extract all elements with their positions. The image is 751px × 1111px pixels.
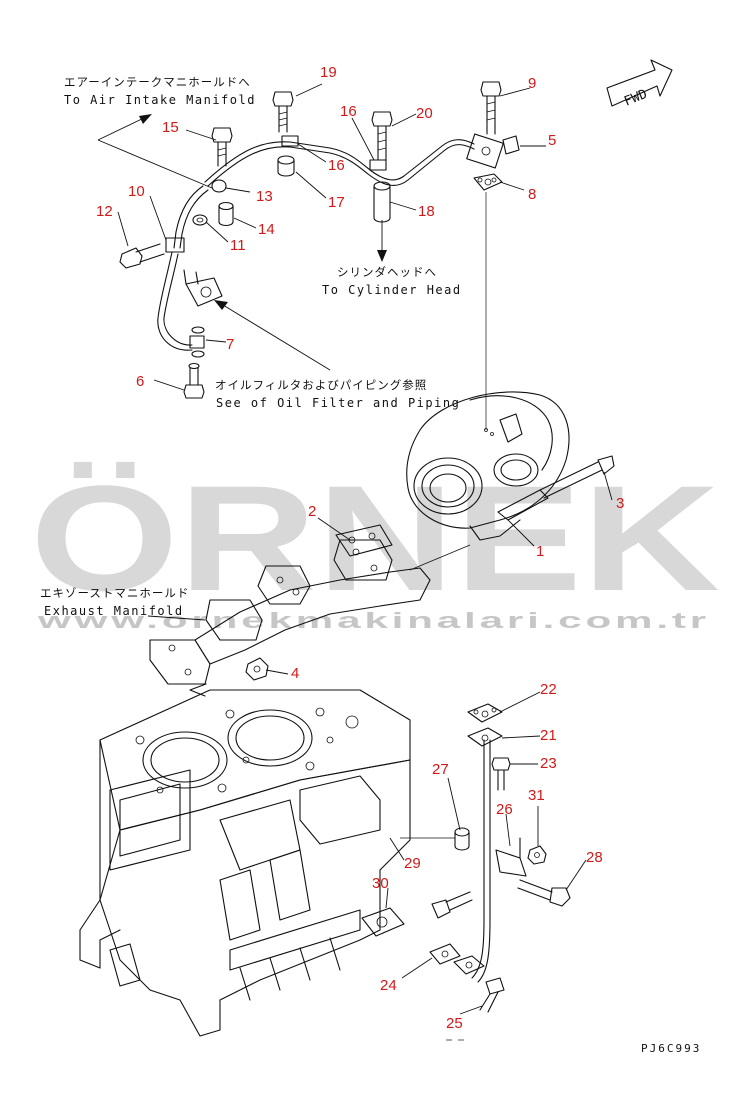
- oil-drain-pipe: [471, 739, 491, 983]
- gasket-22: [467, 703, 503, 723]
- callout-9: 9: [528, 75, 536, 92]
- bolt-20: [371, 111, 393, 161]
- callout-22: 22: [540, 681, 557, 698]
- clamp-10: [165, 237, 185, 253]
- gasket-24: [429, 943, 461, 965]
- callout-18: 18: [418, 203, 435, 220]
- callout-21: 21: [540, 727, 557, 744]
- callout-10: 10: [128, 183, 145, 200]
- bolt-15: [211, 127, 233, 167]
- callout-16a: 16: [340, 103, 357, 120]
- bolt-30: [431, 891, 473, 919]
- exhaust-leader: [147, 615, 206, 621]
- turbocharger: [406, 391, 570, 541]
- callout-7: 7: [226, 336, 234, 353]
- watermark: ÖRNEK www.ornekmakinalari.com.tr: [30, 454, 720, 633]
- oil-filter-label-jp: オイルフィルタおよびパイピング参照: [215, 378, 427, 392]
- watermark-url: www.ornekmakinalari.com.tr: [36, 608, 710, 633]
- callout-23: 23: [540, 755, 557, 772]
- callout-25: 25: [446, 1015, 463, 1032]
- watermark-brand: ÖRNEK: [30, 454, 720, 622]
- callout-1: 1: [536, 543, 544, 560]
- hose-27: [454, 827, 470, 851]
- sleeve-14: [218, 201, 234, 227]
- block-fitting-5: [466, 133, 504, 169]
- flange-block: [361, 907, 405, 937]
- callout-numbers: 1 2 3 4 5 6 7 8 9 10 11 12 13 14 15 16 1…: [96, 64, 624, 1032]
- callout-31: 31: [528, 787, 545, 804]
- bracket-26: [495, 837, 527, 877]
- callout-26: 26: [496, 801, 513, 818]
- oil-filter-label-en: See of Oil Filter and Piping: [216, 396, 460, 410]
- callout-8: 8: [528, 186, 536, 203]
- bolt-9: [480, 81, 502, 135]
- callout-13: 13: [256, 188, 273, 205]
- callout-6: 6: [136, 373, 144, 390]
- cylinder-head-label-jp: シリンダヘッドへ: [337, 265, 437, 279]
- oil-filter-arrow: [214, 300, 331, 371]
- bolt-28: [517, 879, 571, 907]
- nut-4: [245, 657, 269, 681]
- elbow-flange: [453, 955, 485, 975]
- leaders: [117, 83, 613, 1015]
- flange-21: [467, 727, 503, 747]
- clip-13: [211, 179, 227, 193]
- callout-15: 15: [162, 119, 179, 136]
- drawing-code: PJ6C993: [641, 1042, 701, 1055]
- bolt-6: [183, 362, 205, 399]
- exhaust-manifold: [149, 539, 431, 697]
- fwd-arrow-icon: FWD: [606, 59, 673, 110]
- callout-16b: 16: [328, 157, 345, 174]
- callout-2: 2: [308, 503, 316, 520]
- callout-27: 27: [432, 761, 449, 778]
- clip-16a: [281, 135, 299, 147]
- fwd-label: FWD: [622, 87, 650, 110]
- callout-17: 17: [328, 194, 345, 211]
- oil-feed-pipe: [157, 139, 475, 351]
- bolt-23: [491, 757, 511, 791]
- bolt-3: [539, 455, 615, 499]
- callout-5: 5: [548, 132, 556, 149]
- flange-7: [183, 269, 223, 358]
- bolt-19: [272, 91, 294, 133]
- air-intake-arrow: [97, 114, 213, 189]
- gasket-8: [473, 173, 503, 191]
- callout-4: 4: [291, 665, 299, 682]
- callout-20: 20: [416, 105, 433, 122]
- clip-16b: [369, 159, 387, 171]
- air-intake-label-jp: エアーインテークマニホールドへ: [64, 75, 251, 89]
- bolt-25: [479, 977, 505, 1013]
- seal-17: [277, 155, 295, 177]
- nut-31: [527, 845, 547, 865]
- sleeve-18: [373, 181, 391, 223]
- callout-29: 29: [404, 855, 421, 872]
- union-5: [502, 135, 520, 155]
- exhaust-label-jp: エキゾーストマニホールド: [40, 586, 189, 600]
- cylinder-head-arrow: [377, 220, 387, 262]
- callout-24: 24: [380, 977, 397, 994]
- gasket-2: [335, 524, 393, 557]
- callout-11: 11: [230, 237, 246, 254]
- callout-12: 12: [96, 203, 113, 220]
- bolt-12: [119, 243, 165, 269]
- exhaust-label-en: Exhaust Manifold: [44, 604, 184, 618]
- air-intake-label-en: To Air Intake Manifold: [64, 93, 256, 107]
- cylinder-head-label-en: To Cylinder Head: [322, 283, 462, 297]
- washer-11: [192, 214, 208, 226]
- cylinder-block: [79, 689, 411, 1037]
- callout-3: 3: [616, 495, 624, 512]
- callout-19: 19: [320, 64, 337, 81]
- callout-30: 30: [372, 875, 389, 892]
- callout-14: 14: [258, 221, 275, 238]
- callout-28: 28: [586, 849, 603, 866]
